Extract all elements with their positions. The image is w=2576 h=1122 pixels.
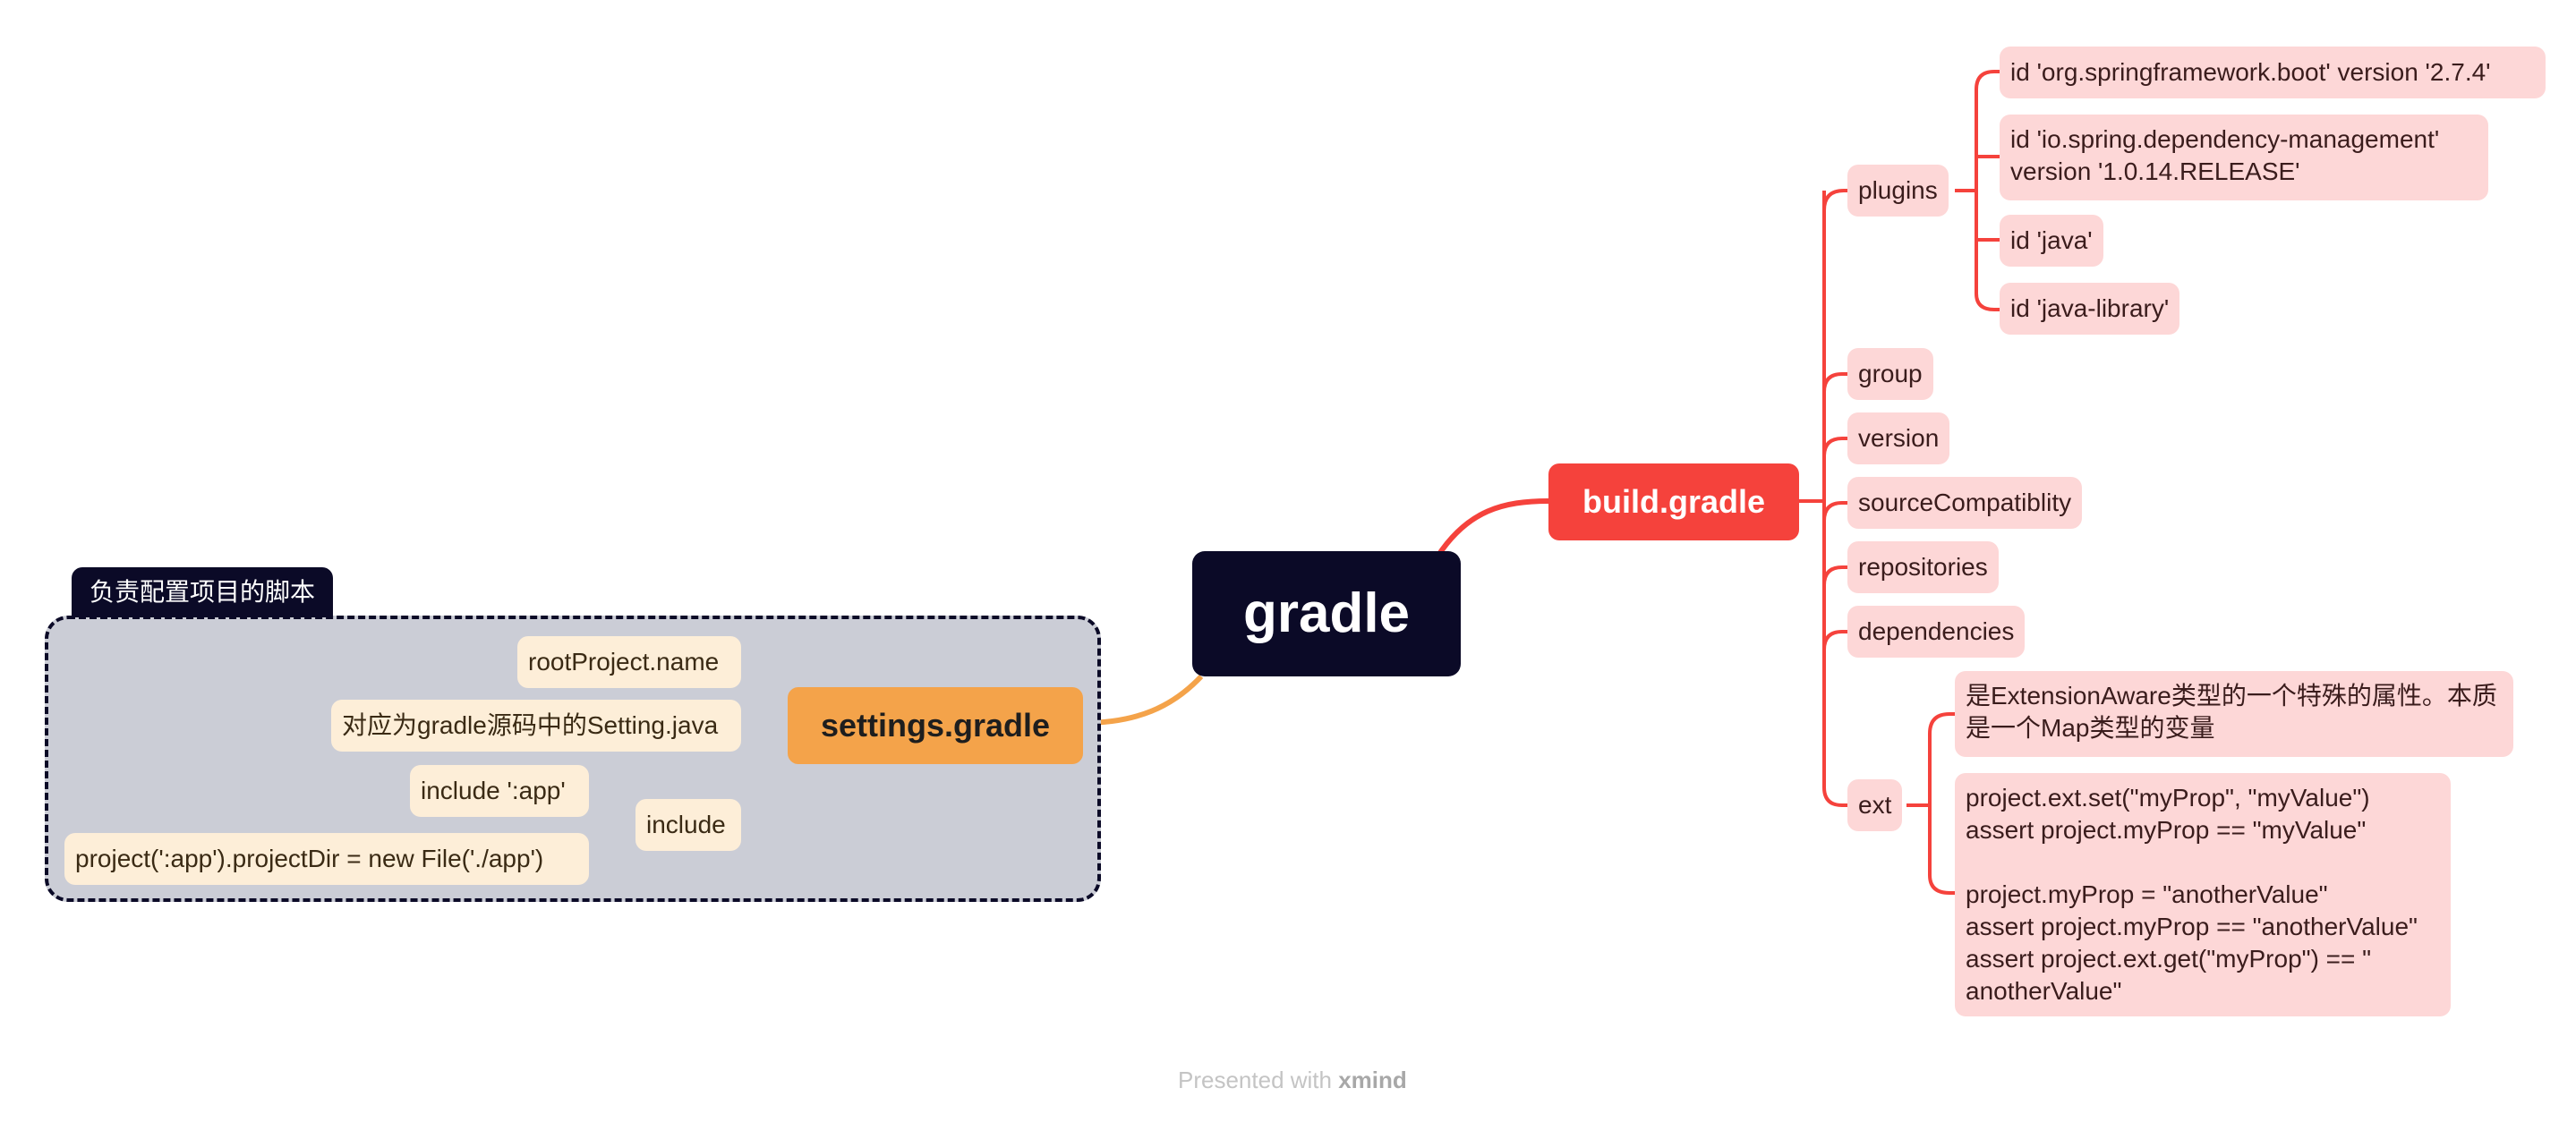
ext-code-example[interactable]: project.ext.set("myProp", "myValue") ass… (1955, 773, 2451, 1016)
plugins-children-links (1955, 70, 2000, 311)
group-topic[interactable]: group (1847, 348, 1933, 400)
project-dir-item[interactable]: project(':app').projectDir = new File('.… (64, 833, 589, 885)
presented-with-footer: Presented with xmind (1178, 1067, 1407, 1094)
ext-children-links (1906, 712, 1955, 895)
repositories-topic[interactable]: repositories (1847, 541, 1999, 593)
setting-java-note[interactable]: 对应为gradle源码中的Setting.java (331, 700, 741, 752)
plugin-item-java-library[interactable]: id 'java-library' (2000, 283, 2180, 335)
source-compatibility-topic[interactable]: sourceCompatiblity (1847, 477, 2083, 529)
root-topic[interactable]: gradle (1192, 551, 1461, 676)
version-topic[interactable]: version (1847, 412, 1950, 464)
build-gradle-topic[interactable]: build.gradle (1548, 463, 1799, 540)
ext-description[interactable]: 是ExtensionAware类型的一个特殊的属性。本质 是一个Map类型的变量 (1955, 671, 2513, 757)
plugins-topic[interactable]: plugins (1847, 165, 1949, 217)
boundary-title: 负责配置项目的脚本 (72, 567, 334, 617)
include-app-item[interactable]: include ':app' (410, 765, 589, 817)
build-subtopic-links (1799, 189, 1847, 807)
plugin-item-dependency-management[interactable]: id 'io.spring.dependency-management' ver… (2000, 115, 2488, 200)
include-topic[interactable]: include (635, 799, 741, 851)
dependencies-topic[interactable]: dependencies (1847, 606, 2026, 658)
root-project-name[interactable]: rootProject.name (517, 636, 741, 688)
ext-topic[interactable]: ext (1847, 779, 1903, 831)
plugin-item-spring-boot[interactable]: id 'org.springframework.boot' version '2… (2000, 47, 2546, 98)
settings-gradle-topic[interactable]: settings.gradle (788, 687, 1083, 764)
xmind-brand: xmind (1338, 1067, 1407, 1093)
plugin-item-java[interactable]: id 'java' (2000, 215, 2103, 267)
footer-prefix: Presented with (1178, 1067, 1339, 1093)
link-root-build (1435, 498, 1549, 558)
